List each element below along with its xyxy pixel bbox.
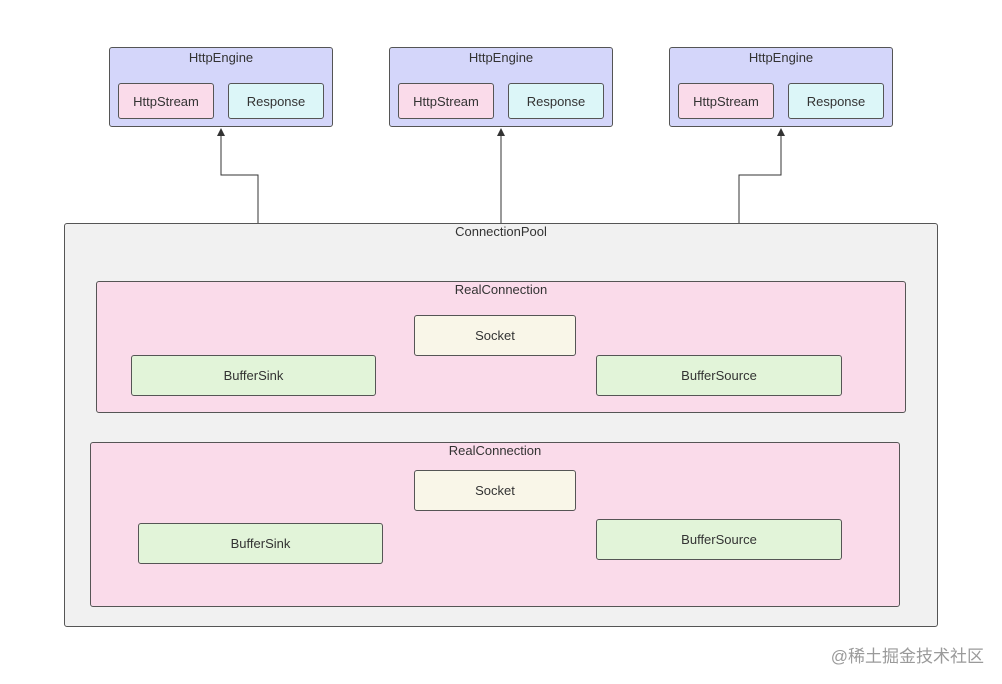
buffer-source-label: BufferSource bbox=[681, 532, 757, 547]
http-engine-box-3: HttpEngine HttpStream Response bbox=[669, 47, 893, 127]
buffer-sink-box-2: BufferSink bbox=[138, 523, 383, 564]
http-engine-box-1: HttpEngine HttpStream Response bbox=[109, 47, 333, 127]
http-engine-box-2: HttpEngine HttpStream Response bbox=[389, 47, 613, 127]
real-connection-title: RealConnection bbox=[448, 443, 542, 458]
pool-to-engine-1-arrow bbox=[217, 128, 259, 223]
pool-to-engine-3-arrow bbox=[738, 128, 785, 223]
http-stream-box: HttpStream bbox=[678, 83, 774, 119]
buffer-sink-label: BufferSink bbox=[223, 368, 284, 383]
http-engine-title: HttpEngine bbox=[468, 50, 534, 65]
response-label: Response bbox=[806, 93, 866, 109]
socket-label: Socket bbox=[475, 483, 515, 498]
buffer-sink-box-1: BufferSink bbox=[131, 355, 376, 396]
response-box: Response bbox=[788, 83, 884, 119]
response-box: Response bbox=[508, 83, 604, 119]
buffer-source-box-2: BufferSource bbox=[596, 519, 842, 560]
connection-pool-title: ConnectionPool bbox=[455, 224, 547, 239]
http-stream-box: HttpStream bbox=[118, 83, 214, 119]
response-label: Response bbox=[526, 93, 586, 109]
http-engine-title: HttpEngine bbox=[188, 50, 254, 65]
http-stream-label: HttpStream bbox=[413, 93, 479, 109]
real-connection-title: RealConnection bbox=[454, 282, 548, 297]
http-stream-label: HttpStream bbox=[693, 93, 759, 109]
response-box: Response bbox=[228, 83, 324, 119]
socket-label: Socket bbox=[475, 328, 515, 343]
http-engine-title: HttpEngine bbox=[748, 50, 814, 65]
http-stream-label: HttpStream bbox=[133, 93, 199, 109]
socket-box-2: Socket bbox=[414, 470, 576, 511]
buffer-source-label: BufferSource bbox=[681, 368, 757, 383]
buffer-source-box-1: BufferSource bbox=[596, 355, 842, 396]
buffer-sink-label: BufferSink bbox=[230, 536, 291, 551]
socket-box-1: Socket bbox=[414, 315, 576, 356]
watermark-text: @稀土掘金技术社区 bbox=[830, 647, 984, 666]
http-stream-box: HttpStream bbox=[398, 83, 494, 119]
response-label: Response bbox=[246, 93, 306, 109]
